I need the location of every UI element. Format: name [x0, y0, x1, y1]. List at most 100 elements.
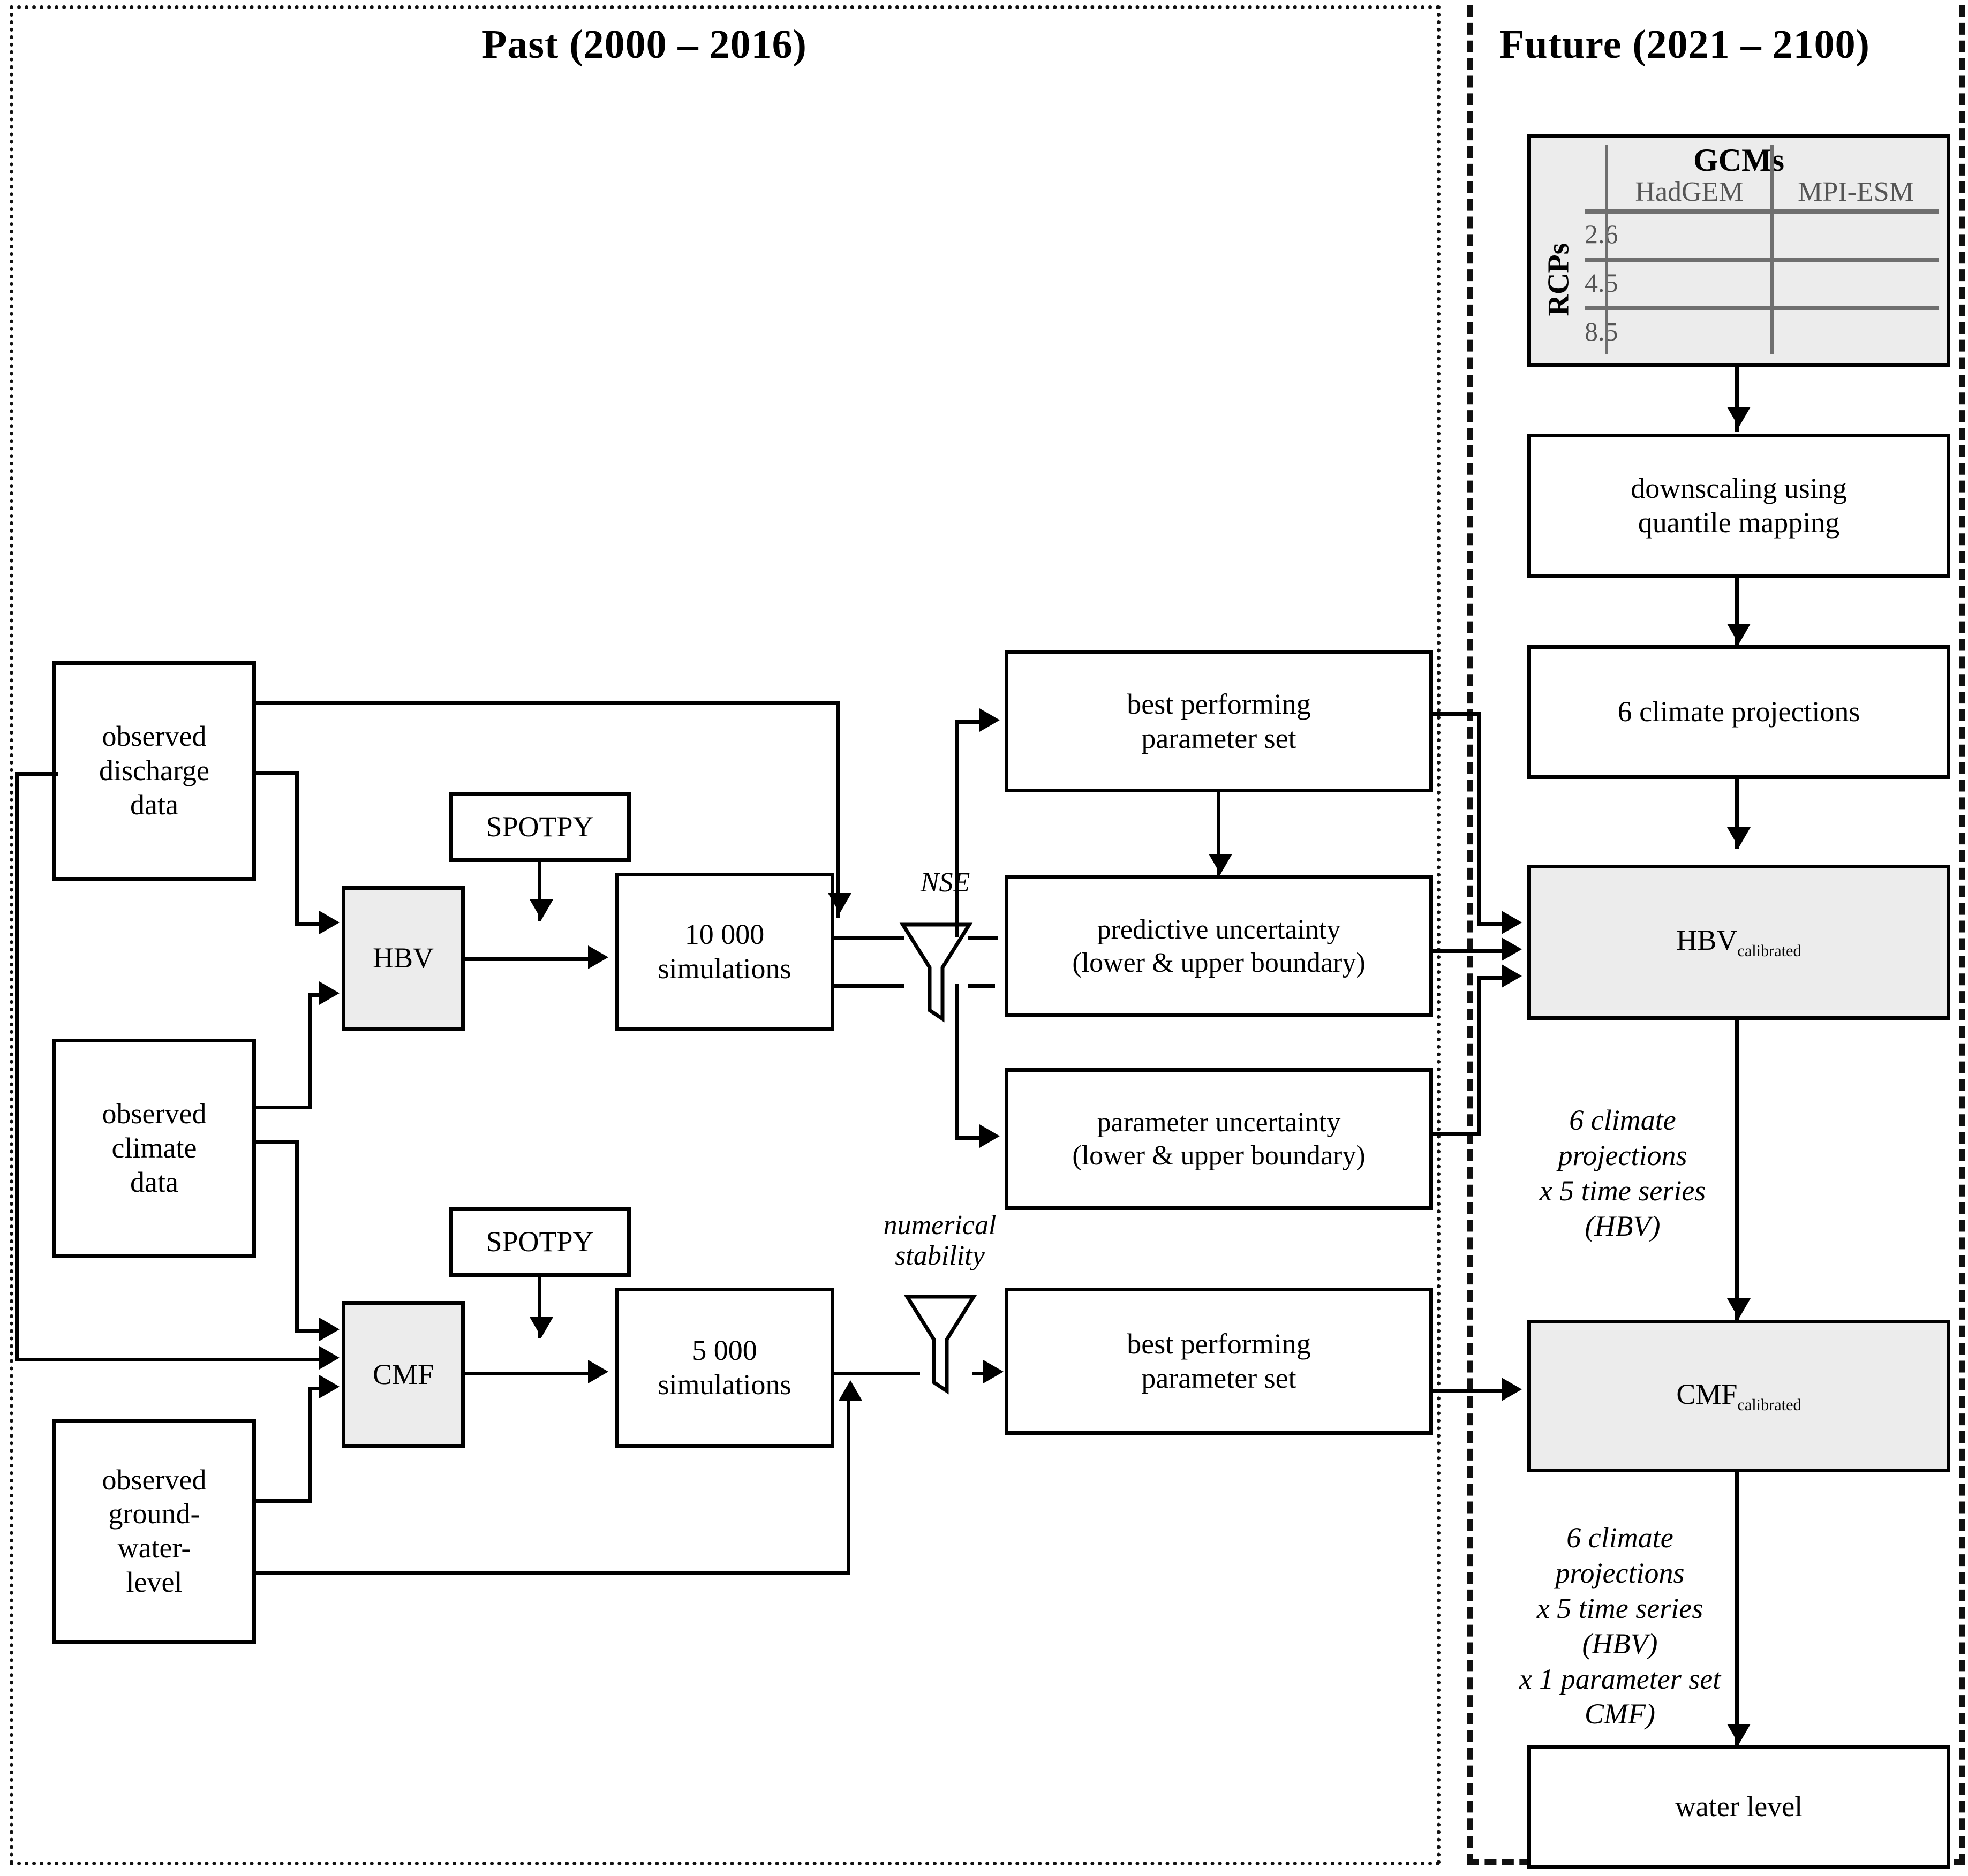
- connector-paramunc-up-hbvcal: [1477, 976, 1481, 1134]
- box-hbv-model: HBV: [342, 886, 465, 1031]
- box-cmf-calibrated: CMFcalibrated: [1527, 1320, 1950, 1472]
- connector-gcm-downscaling: [1735, 367, 1739, 432]
- connector-climate-into-cmf: [295, 1329, 325, 1333]
- box-spotpy-cmf: SPOTPY: [449, 1207, 631, 1277]
- gcm-col-hadgem: HadGEM: [1635, 177, 1744, 207]
- connector-hbvcal-cmfcal: [1735, 1020, 1739, 1320]
- past-panel-frame: [10, 5, 1441, 1865]
- arrowhead-right-groundwater-cmf: [319, 1375, 340, 1398]
- arrowhead-right-stability-best: [983, 1360, 1004, 1383]
- connector-climate-right-bottom: [256, 1140, 299, 1144]
- connector-climate-into-hbv: [308, 993, 325, 997]
- connector-cmfcal-waterlevel: [1735, 1472, 1739, 1745]
- connector-sims-to-nse-lower: [834, 984, 904, 988]
- filter-label-nse: NSE: [920, 867, 970, 898]
- annotation-hbv-to-cmf: 6 climate projections x 5 time series (H…: [1539, 1104, 1706, 1242]
- funnel-icon-nse: [899, 922, 973, 1023]
- arrowhead-right-climate-cmf: [319, 1318, 340, 1341]
- hbv-cal-subscript: calibrated: [1737, 942, 1801, 960]
- connector-nse-to-paramunc: [955, 1136, 985, 1140]
- connector-discharge-right: [256, 771, 299, 775]
- arrowhead-down-best-param: [1209, 854, 1232, 874]
- connector-spotpy-cmf-sims: [538, 1277, 541, 1338]
- box-observed-groundwater-level: observed ground- water- level: [52, 1419, 256, 1644]
- connector-cmf-to-sims: [465, 1372, 588, 1375]
- gcm-col-mpiesm: MPI-ESM: [1798, 177, 1914, 207]
- box-10000-simulations: 10 000 simulations: [615, 873, 834, 1031]
- gcm-column-headers: HadGEM MPI-ESM: [1606, 176, 1939, 209]
- box-downscaling: downscaling using quantile mapping: [1527, 434, 1950, 578]
- rcps-axis-label: RCPs: [1542, 243, 1575, 316]
- rcp-row-26: 2.6: [1585, 218, 1618, 249]
- connector-best-into-hbvcal: [1477, 922, 1507, 926]
- connector-paramunc-right: [1433, 1132, 1481, 1136]
- connector-groundwater-feedback: [256, 1571, 850, 1575]
- arrowhead-right-best-hbvcal: [1502, 911, 1522, 934]
- box-climate-projections: 6 climate projections: [1527, 645, 1950, 779]
- box-spotpy-hbv: SPOTPY: [449, 792, 631, 862]
- box-parameter-uncertainty: parameter uncertainty (lower & upper bou…: [1005, 1068, 1433, 1210]
- arrowhead-right-climate-hbv: [319, 981, 340, 1005]
- filter-label-numerical-stability: numerical stability: [883, 1210, 997, 1272]
- connector-discharge-into-hbv: [295, 922, 325, 926]
- connector-feedback-up: [847, 1397, 850, 1573]
- connector-downscaling-projections: [1735, 578, 1739, 645]
- future-panel-title: Future (2021 – 2100): [1499, 22, 1870, 67]
- connector-climate-down-cmf: [295, 1140, 299, 1333]
- hbv-cal-main: HBV: [1676, 924, 1738, 957]
- arrowhead-down-hbvcal: [1727, 1298, 1751, 1319]
- box-cmf-model: CMF: [342, 1301, 465, 1448]
- connector-nse-out-lower: [968, 984, 995, 988]
- connector-discharge-left-stub: [15, 772, 58, 776]
- connector-discharge-left-wrap: [15, 772, 19, 1361]
- arrowhead-right-nse-best: [979, 708, 1000, 732]
- arrowhead-right-hbv-sims: [588, 945, 608, 969]
- connector-sims-to-nse-upper: [834, 936, 904, 940]
- arrowhead-right-nse-paramunc: [979, 1124, 1000, 1148]
- arrowhead-down-projections: [1727, 827, 1751, 848]
- gcm-rcp-matrix: GCMs RCPs HadGEM MPI-ESM 2.6 4.5 8.5: [1527, 134, 1950, 367]
- arrowhead-right-discharge-hbv: [319, 911, 340, 934]
- connector-nse-to-best: [955, 720, 985, 724]
- rcp-row-85: 8.5: [1585, 316, 1618, 346]
- connector-climate-right-top: [256, 1106, 312, 1109]
- connector-best-to-predictive: [1217, 792, 1220, 875]
- rcp-row-45: 4.5: [1585, 267, 1618, 298]
- connector-best-right: [1433, 712, 1481, 716]
- box-observed-discharge-data: observed discharge data: [52, 661, 256, 881]
- box-water-level: water level: [1527, 1745, 1950, 1869]
- connector-sims-to-stability: [834, 1372, 920, 1375]
- arrowhead-down-cmfcal: [1727, 1724, 1751, 1744]
- connector-groundwater-up: [308, 1387, 312, 1502]
- connector-hbv-to-sims: [465, 957, 588, 961]
- connector-projections-hbvcal: [1735, 779, 1739, 849]
- cmf-cal-subscript: calibrated: [1737, 1395, 1801, 1414]
- connector-stability-out: [972, 1372, 989, 1375]
- cmf-cal-main: CMF: [1676, 1378, 1738, 1410]
- connector-nse-out-upper: [968, 936, 998, 940]
- arrowhead-right-wrap-cmf: [319, 1346, 340, 1370]
- arrowhead-right-bestcmf-cmfcal: [1502, 1378, 1522, 1401]
- arrowhead-right-predictive-hbvcal: [1502, 937, 1522, 961]
- box-observed-climate-data: observed climate data: [52, 1039, 256, 1258]
- arrowhead-down-discharge-nse: [828, 893, 851, 913]
- box-hbv-calibrated: HBVcalibrated: [1527, 865, 1950, 1020]
- annotation-cmf-to-waterlevel: 6 climate projections x 5 time series (H…: [1519, 1522, 1721, 1730]
- connector-groundwater-into-cmf: [308, 1387, 325, 1390]
- gcm-table-title: GCMs: [1693, 142, 1784, 178]
- past-panel-title: Past (2000 – 2016): [482, 22, 807, 67]
- arrowhead-down-downscaling: [1727, 624, 1751, 644]
- rcp-row-labels: 2.6 4.5 8.5: [1585, 209, 1618, 355]
- connector-discharge-to-nse: [256, 701, 840, 705]
- connector-spotpy-hbv-sims: [538, 862, 541, 921]
- funnel-icon-numerical-stability: [903, 1295, 977, 1395]
- connector-climate-up: [308, 993, 312, 1108]
- connector-discharge-nse-down: [836, 701, 840, 918]
- arrowhead-down-gcm: [1727, 407, 1751, 427]
- connector-groundwater-right: [256, 1499, 312, 1503]
- gcm-grid: HadGEM MPI-ESM 2.6 4.5 8.5: [1585, 145, 1939, 355]
- connector-nse-down-param: [955, 984, 959, 1139]
- box-best-parameter-set-cmf: best performing parameter set: [1005, 1288, 1433, 1435]
- connector-predictive-into-hbvcal: [1433, 949, 1507, 953]
